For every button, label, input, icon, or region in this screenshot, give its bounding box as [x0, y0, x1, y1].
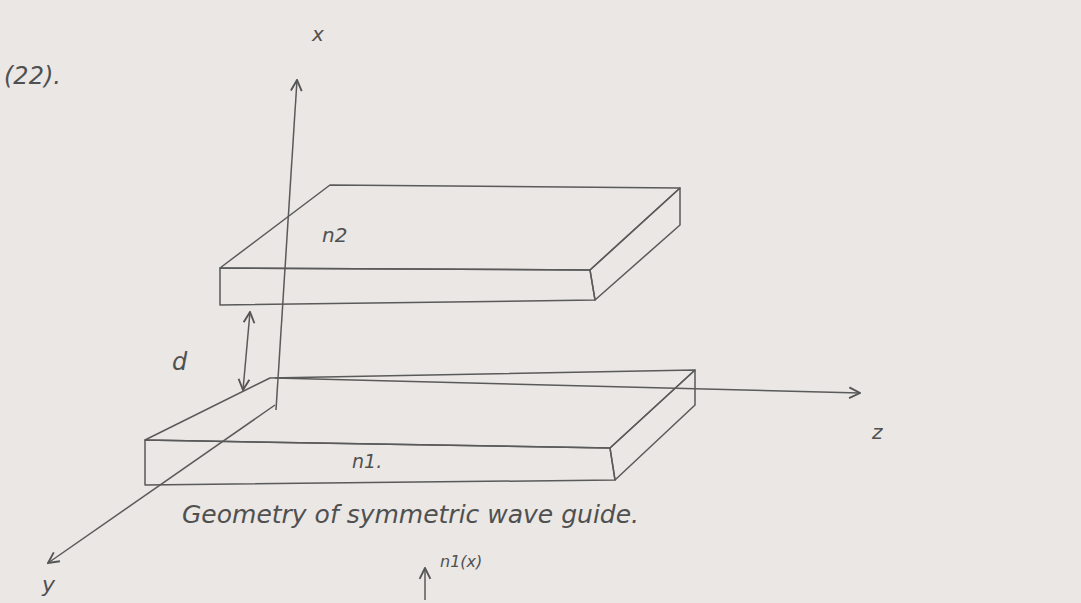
axis-label: z	[872, 420, 883, 444]
x-axis	[276, 80, 297, 410]
axis-label: x	[312, 22, 324, 46]
slab-face	[590, 188, 680, 300]
slab-face	[145, 440, 615, 485]
slab-face	[220, 185, 680, 270]
profile-label: n1(x)	[440, 552, 482, 571]
slab-face	[610, 370, 695, 480]
figure-caption: Geometry of symmetric wave guide.	[182, 500, 639, 529]
slab-face	[220, 268, 595, 305]
z-axis	[275, 378, 860, 393]
slab-layer: n1.	[140, 362, 702, 490]
slab-outline	[212, 178, 688, 310]
refractive-index: n1.	[352, 450, 382, 472]
dimension-arrow	[243, 312, 250, 390]
refractive-index: n2	[322, 223, 347, 247]
slab-layer: n2	[212, 178, 688, 310]
axis-label: y	[42, 572, 55, 597]
figure-number: (22).	[4, 62, 61, 90]
pointer-arrow	[424, 568, 426, 600]
slab-outline	[140, 362, 702, 490]
slab-face	[145, 370, 695, 448]
dimension-label: d	[172, 348, 187, 376]
